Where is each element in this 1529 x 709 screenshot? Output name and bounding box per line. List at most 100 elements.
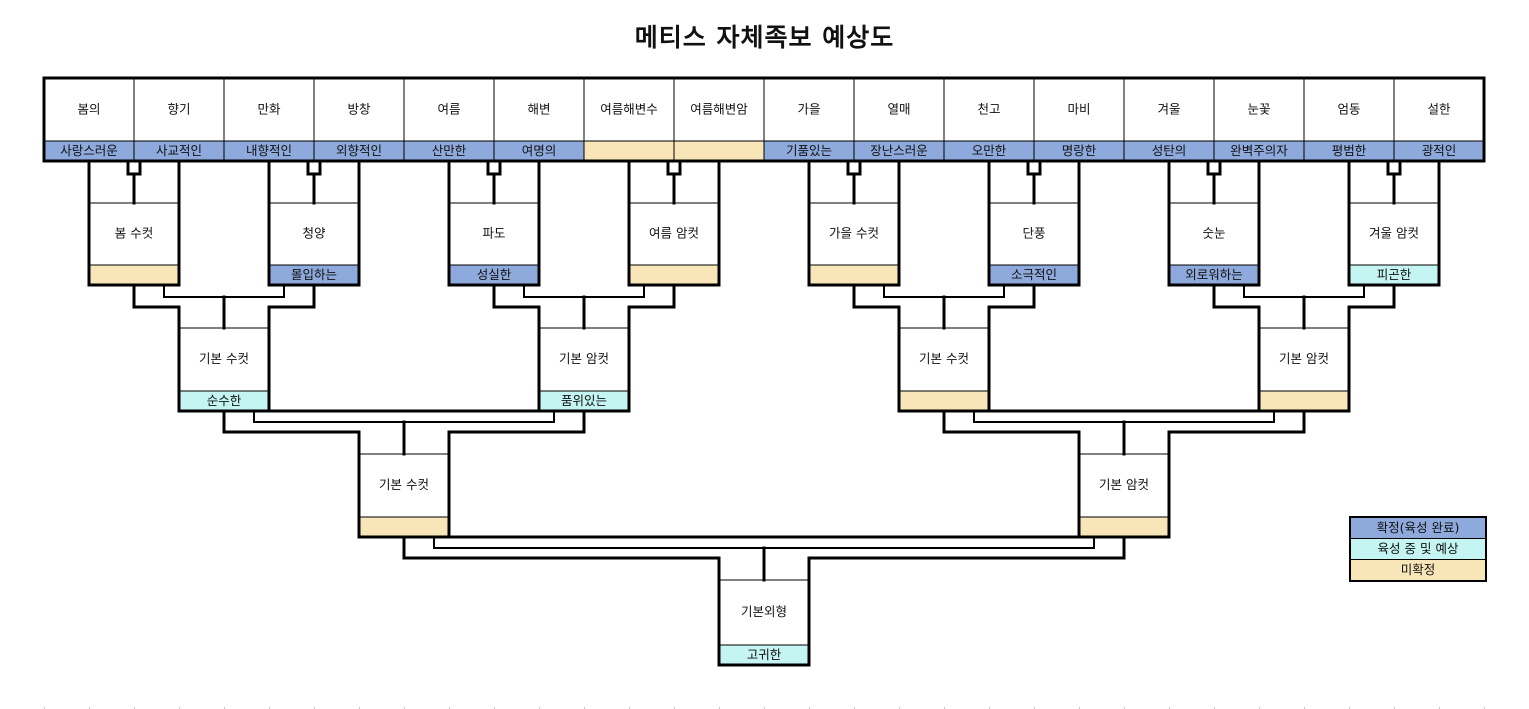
header-trait-cell bbox=[674, 141, 764, 161]
gridline-tick bbox=[719, 707, 720, 709]
header-trait-label: 기품있는 bbox=[786, 143, 832, 158]
node-trait-fill bbox=[89, 265, 179, 285]
header-name-cell: 겨울 bbox=[1157, 102, 1180, 117]
header-name-cell: 엄동 bbox=[1337, 102, 1360, 117]
node-trait-fill bbox=[269, 265, 359, 285]
node-trait-fill bbox=[809, 265, 899, 285]
header-trait-label: 여명의 bbox=[522, 143, 557, 158]
header-name-cell: 만화 bbox=[257, 102, 281, 117]
node-trait-fill bbox=[1169, 265, 1259, 285]
node-trait: 외로워하는 bbox=[1185, 267, 1243, 282]
gridline-tick bbox=[1439, 707, 1440, 709]
node-trait-fill bbox=[179, 391, 269, 411]
header-trait-label: 광적인 bbox=[1422, 143, 1457, 158]
gridline-tick bbox=[764, 707, 765, 709]
header-trait-cell bbox=[944, 141, 1034, 161]
header-trait-cell bbox=[1214, 141, 1304, 161]
gridline-tick bbox=[1259, 707, 1260, 709]
node-trait-fill bbox=[899, 391, 989, 411]
node-trait-fill bbox=[719, 645, 809, 665]
node-name: 기본 암컷 bbox=[1279, 351, 1329, 366]
gridline-tick bbox=[629, 707, 630, 709]
header-name-cell: 봄의 bbox=[77, 102, 100, 117]
header-trait-cell bbox=[314, 141, 404, 161]
header-name-cell: 방창 bbox=[347, 102, 371, 117]
header-name-cell: 여름해변수 bbox=[600, 102, 658, 117]
header-name-cell: 여름해변암 bbox=[690, 102, 748, 117]
header-trait-label: 완벽주의자 bbox=[1230, 143, 1288, 158]
header-trait-cell bbox=[854, 141, 944, 161]
node-name: 단풍 bbox=[1022, 226, 1045, 241]
gridline-tick bbox=[179, 707, 180, 709]
header-trait-cell bbox=[224, 141, 314, 161]
node-trait: 몰입하는 bbox=[291, 267, 337, 282]
node-trait: 피곤한 bbox=[1377, 267, 1412, 282]
node-trait: 순수한 bbox=[207, 393, 242, 408]
gridline-tick bbox=[1304, 707, 1305, 709]
sheet-gridline-ticks bbox=[0, 707, 1529, 709]
node-name: 기본 수컷 bbox=[199, 351, 249, 366]
gridline-tick bbox=[944, 707, 945, 709]
header-name-cell: 열매 bbox=[887, 102, 910, 117]
header-trait-cell bbox=[1034, 141, 1124, 161]
header-table-border bbox=[42, 76, 1486, 163]
node-trait-fill bbox=[1079, 517, 1169, 537]
header-name-cell: 천고 bbox=[977, 102, 1000, 117]
gridline-tick bbox=[809, 707, 810, 709]
node-name: 기본 암컷 bbox=[559, 351, 609, 366]
gridline-tick bbox=[1169, 707, 1170, 709]
header-trait-cell bbox=[764, 141, 854, 161]
node-trait: 고귀한 bbox=[747, 647, 782, 662]
header-name-cell: 가을 bbox=[797, 102, 820, 117]
gridline-tick bbox=[404, 707, 405, 709]
header-trait-cell bbox=[584, 141, 674, 161]
gridline-tick bbox=[1349, 707, 1350, 709]
node-trait-fill bbox=[629, 265, 719, 285]
node-trait-fill bbox=[989, 265, 1079, 285]
header-name-cell: 설한 bbox=[1427, 102, 1451, 117]
header-trait-cell bbox=[1304, 141, 1394, 161]
page-title: 메티스 자체족보 예상도 bbox=[634, 23, 895, 52]
node-trait: 성실한 bbox=[477, 267, 512, 282]
header-name-cell: 마비 bbox=[1067, 102, 1090, 117]
gridline-tick bbox=[1394, 707, 1395, 709]
gridline-tick bbox=[989, 707, 990, 709]
gridline-tick bbox=[314, 707, 315, 709]
gridline-tick bbox=[1079, 707, 1080, 709]
header-trait-label: 성탄의 bbox=[1152, 143, 1187, 158]
header-trait-label: 평범한 bbox=[1332, 143, 1367, 158]
gridline-tick bbox=[224, 707, 225, 709]
node-name: 기본 암컷 bbox=[1099, 477, 1149, 492]
node-name: 숫눈 bbox=[1202, 226, 1225, 241]
gridline-tick bbox=[854, 707, 855, 709]
header-trait-cell bbox=[134, 141, 224, 161]
node-name: 여름 암컷 bbox=[649, 226, 699, 241]
node-trait-fill bbox=[449, 265, 539, 285]
node-name: 청양 bbox=[302, 226, 326, 241]
header-trait-label: 사교적인 bbox=[156, 143, 202, 158]
legend-unconfirmed: 미확정 bbox=[1351, 560, 1485, 580]
node-trait: 소극적인 bbox=[1011, 267, 1057, 282]
header-trait-label: 사랑스러운 bbox=[60, 143, 118, 158]
node-trait-fill bbox=[1259, 391, 1349, 411]
gridline-tick bbox=[449, 707, 450, 709]
header-trait-label: 외향적인 bbox=[336, 143, 382, 158]
gridline-tick bbox=[1034, 707, 1035, 709]
header-trait-cell bbox=[404, 141, 494, 161]
gridline-tick bbox=[899, 707, 900, 709]
node-trait: 품위있는 bbox=[561, 393, 607, 408]
node-name: 파도 bbox=[482, 226, 505, 241]
node-name: 봄 수컷 bbox=[115, 226, 153, 241]
node-trait-fill bbox=[359, 517, 449, 537]
header-trait-label: 장난스러운 bbox=[870, 143, 928, 158]
gridline-tick bbox=[134, 707, 135, 709]
gridline-tick bbox=[269, 707, 270, 709]
legend-confirmed: 확정(육성 완료) bbox=[1351, 518, 1485, 539]
header-trait-label: 산만한 bbox=[432, 143, 467, 158]
header-trait-cell bbox=[1124, 141, 1214, 161]
gridline-tick bbox=[539, 707, 540, 709]
gridline-tick bbox=[359, 707, 360, 709]
gridline-tick bbox=[1484, 707, 1485, 709]
node-name: 기본 수컷 bbox=[379, 477, 429, 492]
